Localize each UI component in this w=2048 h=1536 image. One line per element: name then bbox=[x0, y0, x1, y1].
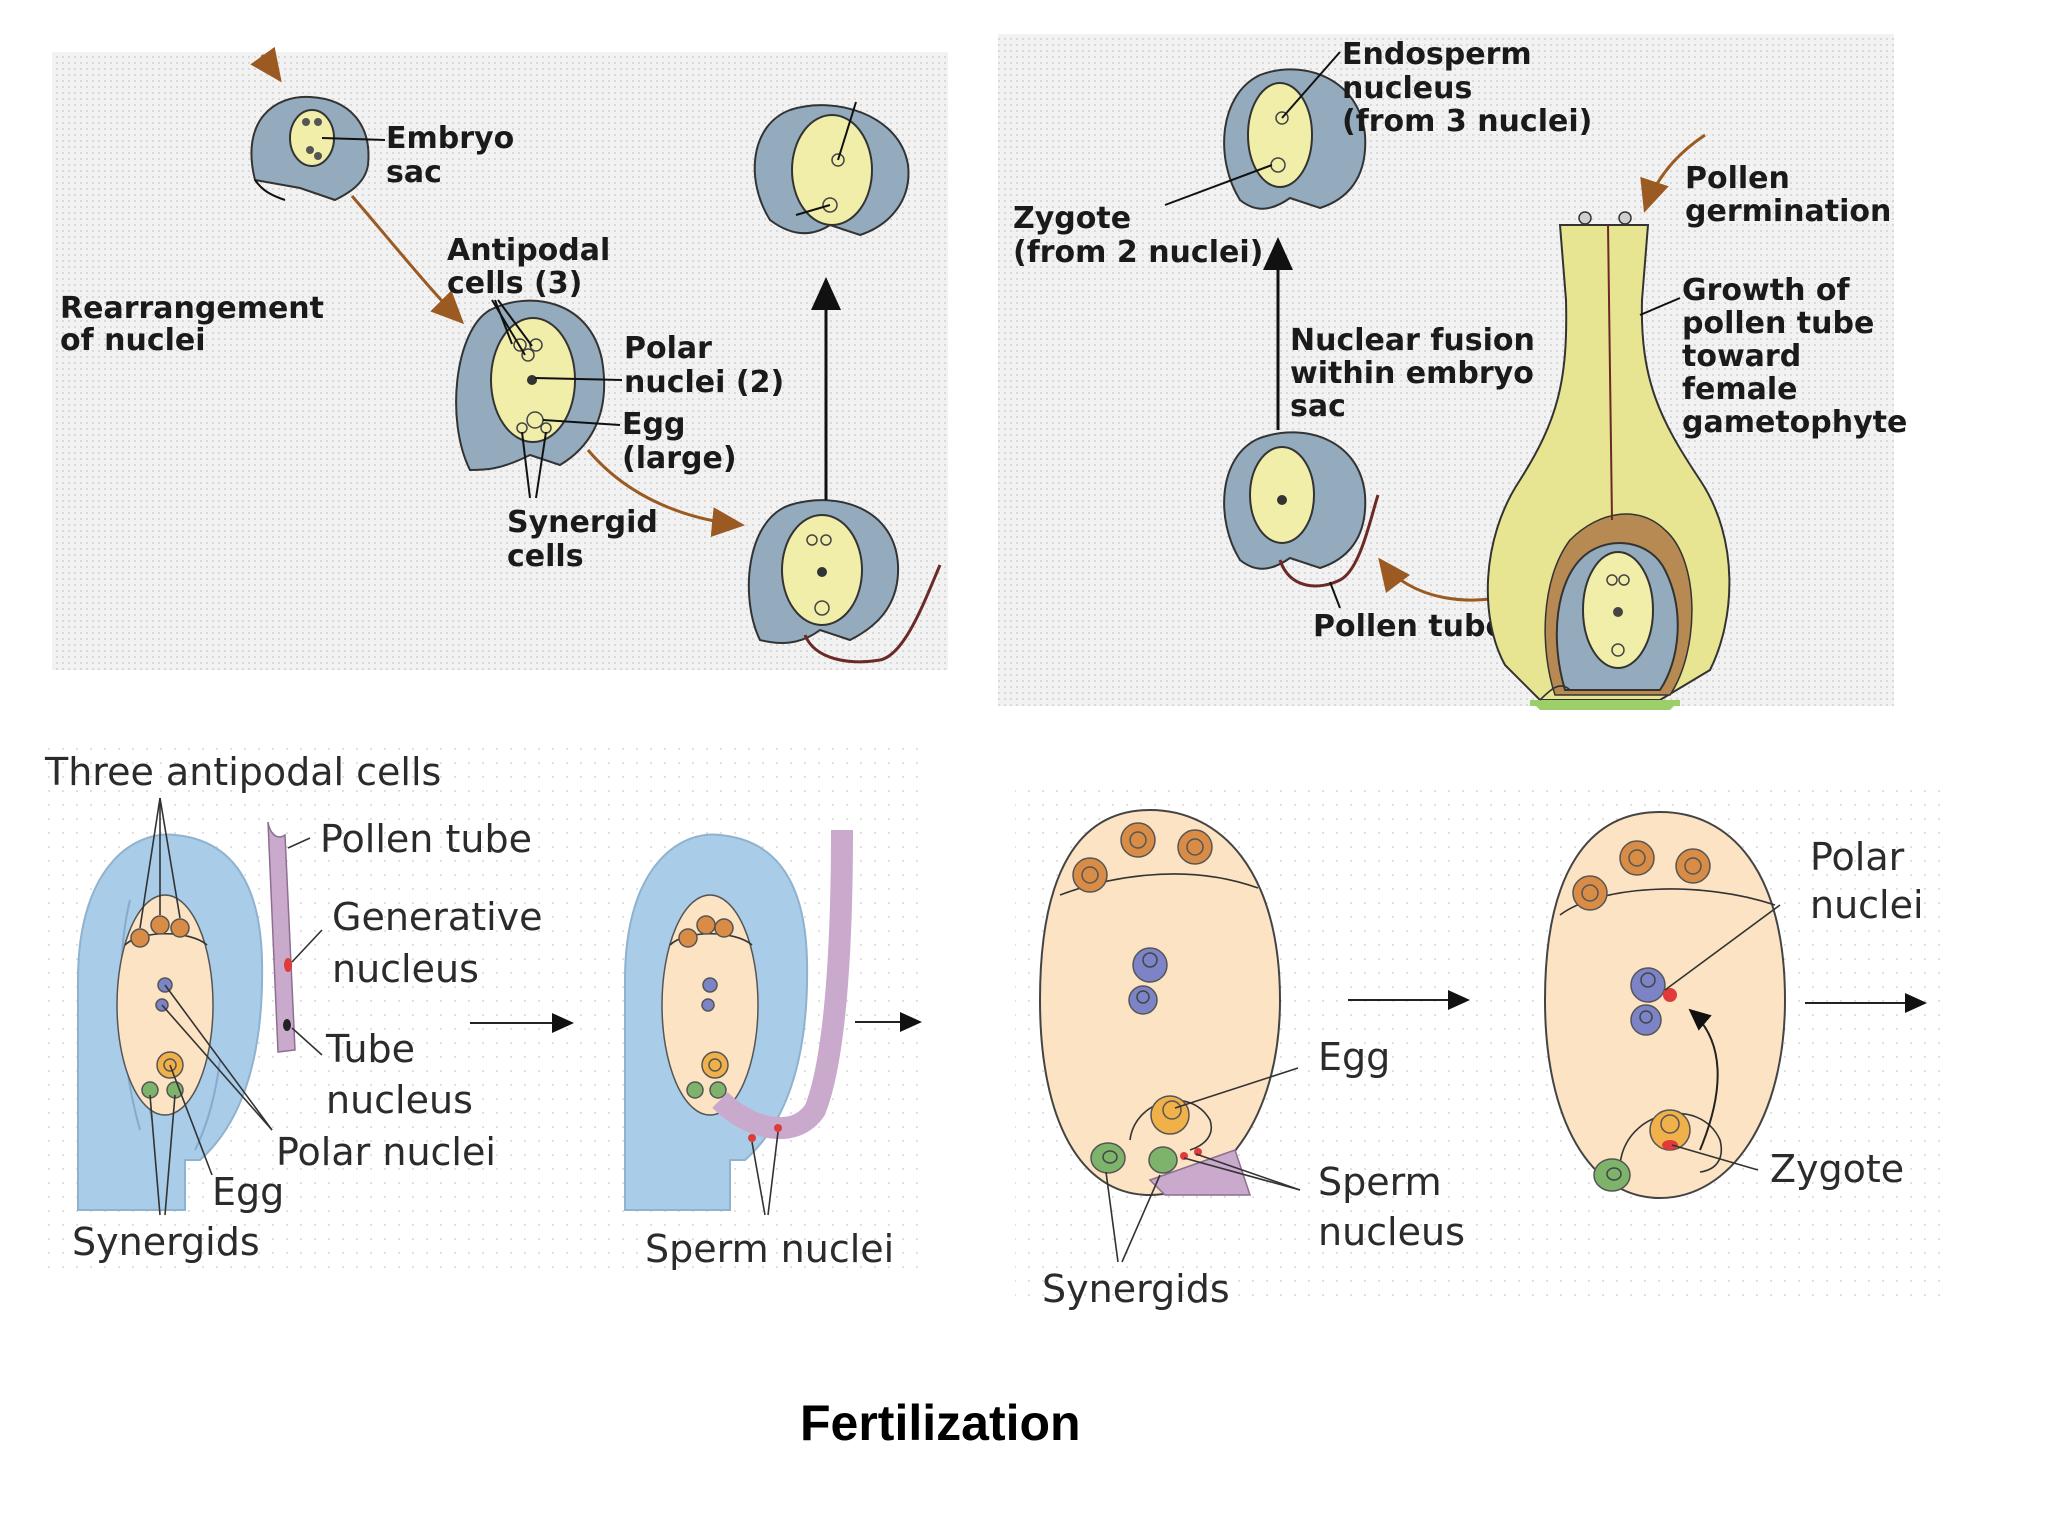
leader-syn-r1 bbox=[1105, 1171, 1119, 1263]
leader-antipodal-b1 bbox=[139, 797, 161, 929]
label-egg-large: Egg(large) bbox=[622, 407, 737, 476]
label-synergids-right: Synergids bbox=[1042, 1267, 1230, 1311]
leader-egg-right bbox=[1174, 1067, 1299, 1109]
arrow-in-top bbox=[250, 46, 282, 83]
label-egg-right: Egg bbox=[1318, 1035, 1390, 1079]
leader-syn-r2 bbox=[1121, 1174, 1161, 1263]
leader-growth bbox=[1639, 297, 1681, 316]
leader-synergid-2 bbox=[535, 431, 547, 499]
leader-polar bbox=[534, 377, 623, 381]
label-sperm-nuclei: Sperm nuclei bbox=[645, 1227, 894, 1271]
leader-sperm-right bbox=[1195, 1153, 1301, 1191]
label-polar-nuclei-bottom: Polar nuclei bbox=[276, 1130, 496, 1174]
leader-pollen-tube-top bbox=[1329, 581, 1341, 609]
ovule-mature bbox=[455, 299, 606, 472]
leader-antipodal-2 bbox=[497, 299, 533, 347]
pollen-tube-bottom-left bbox=[267, 821, 296, 1053]
label-zygote-right: Zygote bbox=[1770, 1147, 1904, 1191]
leader-embryo-sac bbox=[321, 137, 386, 141]
ovule-fertilized bbox=[753, 101, 910, 237]
arrow-rearrange bbox=[350, 195, 465, 325]
ovule-embryo-sac-small bbox=[250, 95, 370, 202]
leader-sperm-1 bbox=[751, 1141, 766, 1216]
leader-egg-b bbox=[169, 1064, 213, 1176]
leader-antipodal-b3 bbox=[159, 797, 181, 919]
panel-top-right bbox=[998, 34, 1894, 706]
leader-tube-nucleus bbox=[291, 1027, 323, 1056]
leader-endosperm bbox=[1281, 51, 1341, 119]
label-pollen-tube-top: Pollen tube bbox=[1313, 609, 1506, 644]
embryo-sac-large-1 bbox=[1038, 808, 1282, 1197]
leader-egg-large bbox=[542, 419, 621, 426]
ovule-pollen-entered bbox=[1223, 431, 1380, 588]
leader-zygote-right bbox=[1671, 1144, 1759, 1171]
label-egg-bottom: Egg bbox=[212, 1170, 284, 1214]
ovule-bottom-left-2 bbox=[624, 829, 853, 1211]
leader-polar-right bbox=[1664, 904, 1781, 991]
leader-sperm-right-2 bbox=[1183, 1157, 1301, 1191]
arrow-pollen-germination bbox=[1640, 133, 1706, 213]
label-pollen-tube-bottom: Pollen tube bbox=[320, 817, 532, 861]
arrow-to-pollen-tube-entry bbox=[586, 449, 745, 538]
ovule-bottom-left-1 bbox=[77, 833, 264, 1211]
embryo-sac-large-2 bbox=[1543, 810, 1787, 1200]
leader-antipodal-1 bbox=[494, 299, 513, 345]
ovule-with-pollen-tube bbox=[747, 499, 942, 664]
pistil bbox=[1486, 211, 1731, 710]
leader-antipodal-3 bbox=[491, 299, 526, 356]
leader-generative bbox=[291, 929, 323, 963]
leader-sperm-2 bbox=[767, 1131, 779, 1216]
leader-synergid-1 bbox=[521, 431, 531, 499]
leader-polar-b bbox=[164, 984, 273, 1131]
leader-syn-b1 bbox=[149, 1094, 161, 1216]
leader-zygote-top bbox=[1164, 164, 1273, 206]
leader-syn-b2 bbox=[164, 1094, 176, 1216]
leader-pollen-tube-bottom bbox=[287, 837, 311, 849]
page-title: Fertilization bbox=[800, 1395, 1081, 1451]
label-synergids-bottom: Synergids bbox=[72, 1220, 260, 1264]
label-three-antipodal: Three antipodal cells bbox=[44, 750, 441, 794]
leader-polar-b2 bbox=[161, 1004, 273, 1131]
label-zygote-from2: Zygote(from 2 nuclei) bbox=[1013, 201, 1263, 270]
